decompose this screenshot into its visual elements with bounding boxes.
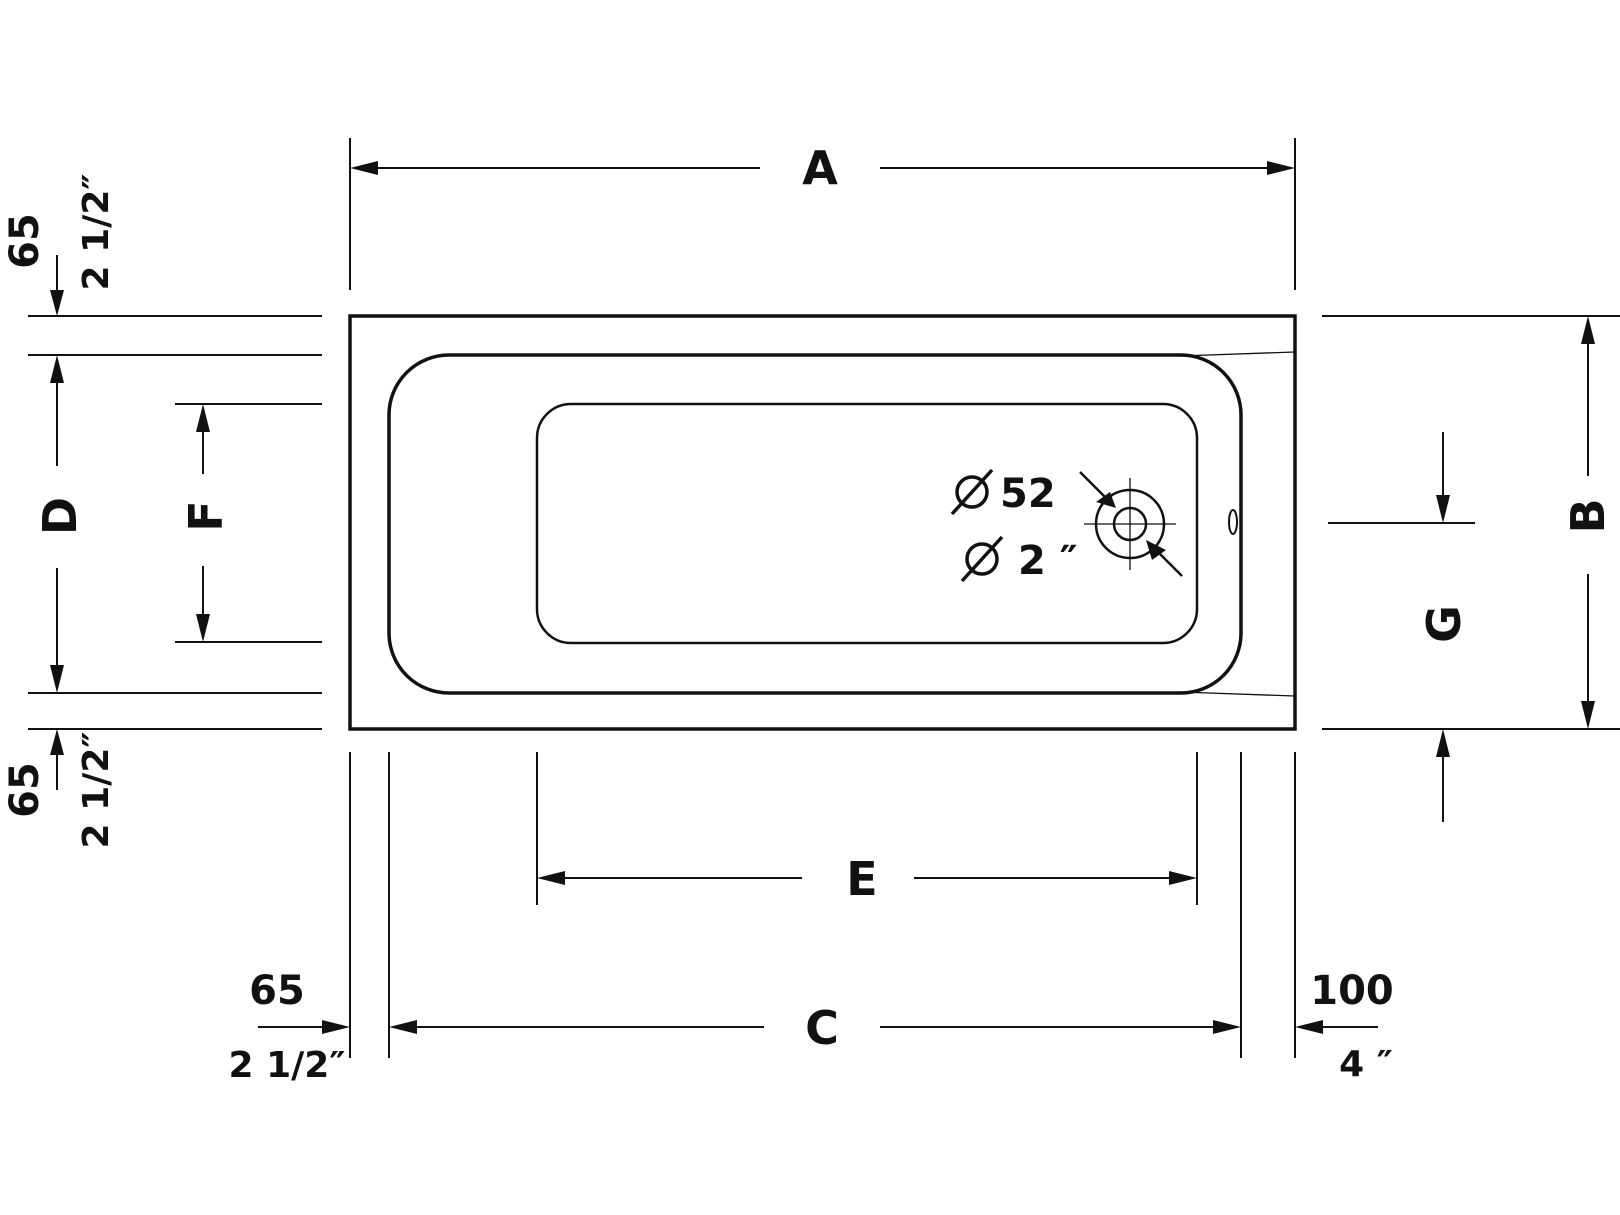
dimension-g: G xyxy=(1328,432,1475,822)
dimension-left-rim: 65 2 1/2″ xyxy=(229,968,350,1086)
overflow-icon xyxy=(1228,509,1238,535)
right-rim-inch: 4 ″ xyxy=(1339,1044,1393,1085)
left-rim-inch: 2 1/2″ xyxy=(229,1045,346,1086)
dimension-bottom-rim: 65 2 1/2″ xyxy=(2,729,117,848)
tub-inner-basin xyxy=(387,353,1243,695)
label-a: A xyxy=(802,141,838,195)
drain-diameter-inch: 2 ″ xyxy=(1018,538,1078,584)
label-c: C xyxy=(805,1001,839,1055)
top-rim-mm: 65 xyxy=(2,213,48,269)
tub-slope-line-bottom xyxy=(1179,691,1296,697)
label-g: G xyxy=(1417,605,1471,643)
dimension-d: D xyxy=(33,355,87,693)
tub-floor xyxy=(535,402,1199,645)
drain: 52 2 ″ xyxy=(950,468,1183,584)
diameter-icon xyxy=(950,468,994,516)
left-rim-mm: 65 xyxy=(249,968,305,1014)
tub-slope-line-top xyxy=(1179,351,1296,357)
label-b: B xyxy=(1561,498,1615,533)
bottom-rim-inch: 2 1/2″ xyxy=(76,732,117,849)
top-rim-inch: 2 1/2″ xyxy=(76,174,117,291)
label-f: F xyxy=(179,500,233,531)
dimension-b: B xyxy=(1322,315,1620,730)
label-d: D xyxy=(33,497,87,535)
bathtub-outline xyxy=(348,314,1297,731)
bottom-extension-lines xyxy=(349,752,1296,1058)
dimension-a: A xyxy=(349,138,1296,290)
drain-diameter-mm: 52 xyxy=(1000,471,1056,517)
dimension-f: F xyxy=(179,404,233,642)
bottom-rim-mm: 65 xyxy=(2,762,48,818)
label-e: E xyxy=(846,852,877,906)
dimension-e: E xyxy=(537,852,1197,906)
dimension-top-rim: 65 2 1/2″ xyxy=(2,174,117,316)
dimension-right-rim: 100 4 ″ xyxy=(1295,968,1394,1085)
right-rim-mm: 100 xyxy=(1310,968,1394,1014)
left-extension-lines xyxy=(28,315,322,730)
tub-outer-rim xyxy=(348,314,1297,731)
diameter-icon xyxy=(960,535,1004,583)
dimension-c: C xyxy=(389,1001,1241,1055)
